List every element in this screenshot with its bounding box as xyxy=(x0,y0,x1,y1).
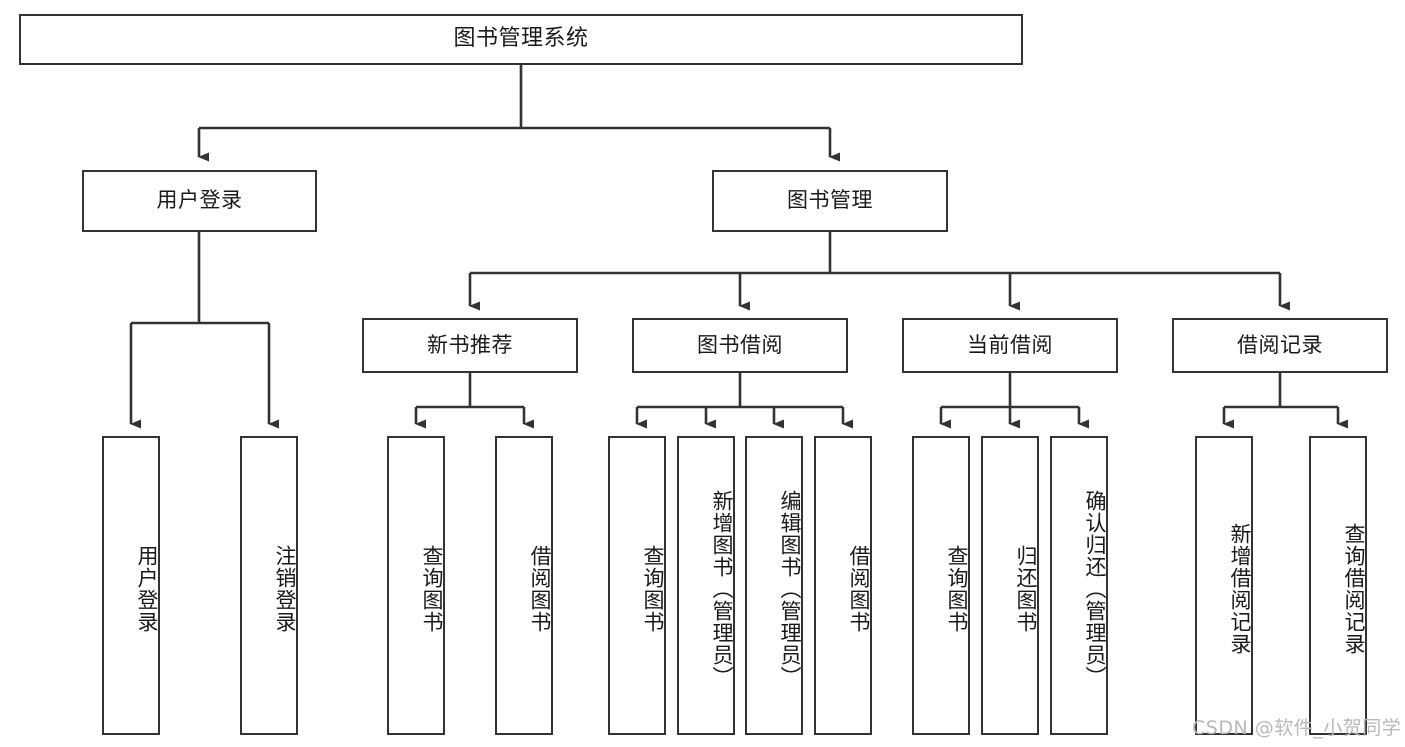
node-leaf-return-book[interactable]: 归还图书 xyxy=(981,436,1039,735)
node-leaf-confirm-return-label: 确认归还（管理员） xyxy=(1083,489,1107,688)
node-leaf-edit-book-label: 编辑图书（管理员） xyxy=(778,489,802,688)
node-new-book-recommend[interactable]: 新书推荐 xyxy=(362,318,578,373)
node-book-borrow-label: 图书借阅 xyxy=(697,332,783,357)
node-borrow-record-label: 借阅记录 xyxy=(1237,332,1323,357)
node-root-label: 图书管理系统 xyxy=(453,26,589,52)
node-leaf-borrow-book-2-label: 借阅图书 xyxy=(847,544,871,633)
node-leaf-add-book-label: 新增图书（管理员） xyxy=(710,489,734,688)
node-leaf-borrow-book-1-label: 借阅图书 xyxy=(528,544,552,633)
node-leaf-query-book-1-label: 查询图书 xyxy=(420,544,444,633)
node-leaf-edit-book[interactable]: 编辑图书（管理员） xyxy=(745,436,803,735)
node-leaf-return-book-label: 归还图书 xyxy=(1014,544,1038,633)
node-leaf-add-book[interactable]: 新增图书（管理员） xyxy=(677,436,735,735)
node-leaf-logout[interactable]: 注销登录 xyxy=(240,436,298,735)
node-leaf-query-record[interactable]: 查询借阅记录 xyxy=(1309,436,1367,735)
node-leaf-user-login-label: 用户登录 xyxy=(135,544,159,633)
node-book-management-label: 图书管理 xyxy=(787,188,873,213)
node-book-borrow[interactable]: 图书借阅 xyxy=(632,318,848,373)
node-leaf-add-record[interactable]: 新增借阅记录 xyxy=(1195,436,1253,735)
node-new-book-recommend-label: 新书推荐 xyxy=(427,332,513,357)
node-leaf-query-book-3[interactable]: 查询图书 xyxy=(912,436,970,735)
node-root[interactable]: 图书管理系统 xyxy=(19,14,1023,65)
node-leaf-logout-label: 注销登录 xyxy=(273,544,297,633)
node-leaf-query-record-label: 查询借阅记录 xyxy=(1342,522,1366,655)
node-leaf-query-book-1[interactable]: 查询图书 xyxy=(387,436,445,735)
node-leaf-query-book-2[interactable]: 查询图书 xyxy=(608,436,666,735)
node-leaf-query-book-3-label: 查询图书 xyxy=(945,544,969,633)
node-current-borrow[interactable]: 当前借阅 xyxy=(902,318,1118,373)
csdn-watermark: CSDN @软件_小贺同学 xyxy=(1192,717,1402,739)
node-book-management[interactable]: 图书管理 xyxy=(712,170,948,232)
node-user-login[interactable]: 用户登录 xyxy=(82,170,317,232)
node-leaf-borrow-book-2[interactable]: 借阅图书 xyxy=(814,436,872,735)
node-current-borrow-label: 当前借阅 xyxy=(967,332,1053,357)
node-leaf-confirm-return[interactable]: 确认归还（管理员） xyxy=(1050,436,1108,735)
node-leaf-borrow-book-1[interactable]: 借阅图书 xyxy=(495,436,553,735)
node-leaf-user-login[interactable]: 用户登录 xyxy=(102,436,160,735)
node-user-login-label: 用户登录 xyxy=(156,188,243,213)
node-borrow-record[interactable]: 借阅记录 xyxy=(1172,318,1388,373)
node-leaf-add-record-label: 新增借阅记录 xyxy=(1228,522,1252,655)
node-leaf-query-book-2-label: 查询图书 xyxy=(641,544,665,633)
